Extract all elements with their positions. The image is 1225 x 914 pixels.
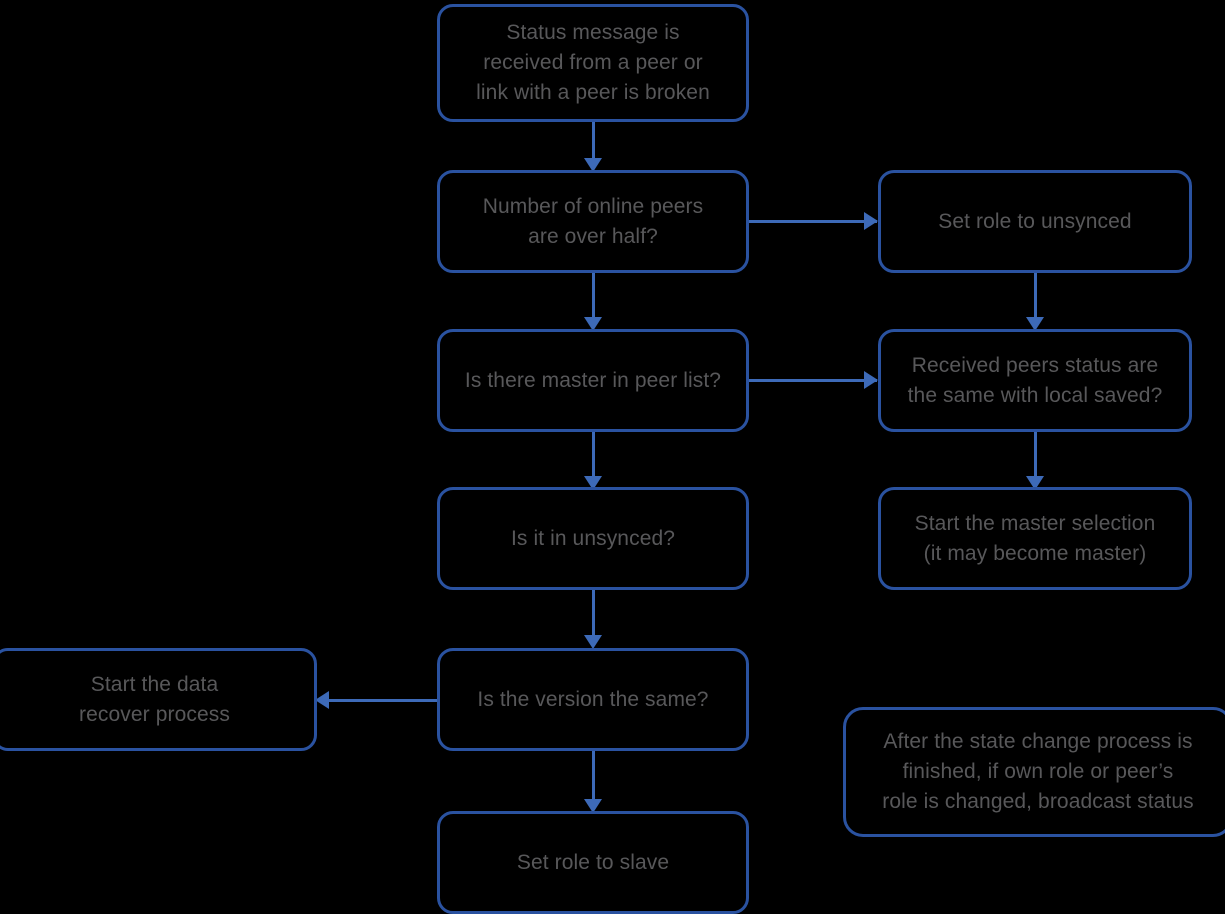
node-label: Is the version the same? (477, 687, 709, 711)
node-label: Start the master selection (it may becom… (914, 511, 1156, 565)
connector-peers-to-master (592, 272, 595, 318)
node-is-it-in-unsynced[interactable]: Is it in unsynced? (437, 487, 749, 590)
node-label: Is it in unsynced? (510, 526, 676, 550)
arrowhead-version-to-recover (315, 691, 329, 709)
node-label: Set role to unsynced (938, 209, 1132, 233)
connector-received-to-selection (1034, 431, 1037, 477)
node-label: Received peers status are the same with … (907, 353, 1163, 407)
arrowhead-status-to-peers (584, 158, 602, 172)
arrowhead-master-to-is-unsynced (584, 476, 602, 490)
node-set-role-to-unsynced[interactable]: Set role to unsynced (878, 170, 1192, 273)
connector-is-unsynced-to-version (592, 589, 595, 636)
node-received-peers-status-same[interactable]: Received peers status are the same with … (878, 329, 1192, 432)
node-label: Start the data recover process (79, 672, 230, 726)
node-status-message-received[interactable]: Status message is received from a peer o… (437, 4, 749, 122)
connector-peers-to-unsynced (749, 220, 877, 223)
connector-unsynced-to-received (1034, 272, 1037, 318)
arrowhead-version-to-slave (584, 799, 602, 813)
arrowhead-peers-to-master (584, 317, 602, 331)
node-label: Is there master in peer list? (464, 368, 722, 392)
arrowhead-peers-to-unsynced (864, 212, 878, 230)
node-broadcast-status-note[interactable]: After the state change process is finish… (843, 707, 1225, 837)
arrowhead-unsynced-to-received (1026, 317, 1044, 331)
arrowhead-is-unsynced-to-version (584, 635, 602, 649)
node-label: Number of online peers are over half? (482, 194, 704, 248)
connector-master-to-is-unsynced (592, 431, 595, 477)
connector-master-to-received (749, 379, 877, 382)
connector-status-to-peers (592, 121, 595, 163)
arrowhead-master-to-received (864, 371, 878, 389)
node-label: Status message is received from a peer o… (476, 21, 710, 104)
node-start-master-selection[interactable]: Start the master selection (it may becom… (878, 487, 1192, 590)
node-master-in-peer-list[interactable]: Is there master in peer list? (437, 329, 749, 432)
node-online-peers-over-half[interactable]: Number of online peers are over half? (437, 170, 749, 273)
connector-version-to-recover (328, 699, 438, 702)
node-is-version-the-same[interactable]: Is the version the same? (437, 648, 749, 751)
connector-version-to-slave (592, 751, 595, 801)
node-label: Set role to slave (516, 850, 670, 874)
node-set-role-to-slave[interactable]: Set role to slave (437, 811, 749, 914)
arrowhead-received-to-selection (1026, 476, 1044, 490)
node-label: After the state change process is finish… (882, 730, 1194, 813)
node-start-data-recover-process[interactable]: Start the data recover process (0, 648, 317, 751)
